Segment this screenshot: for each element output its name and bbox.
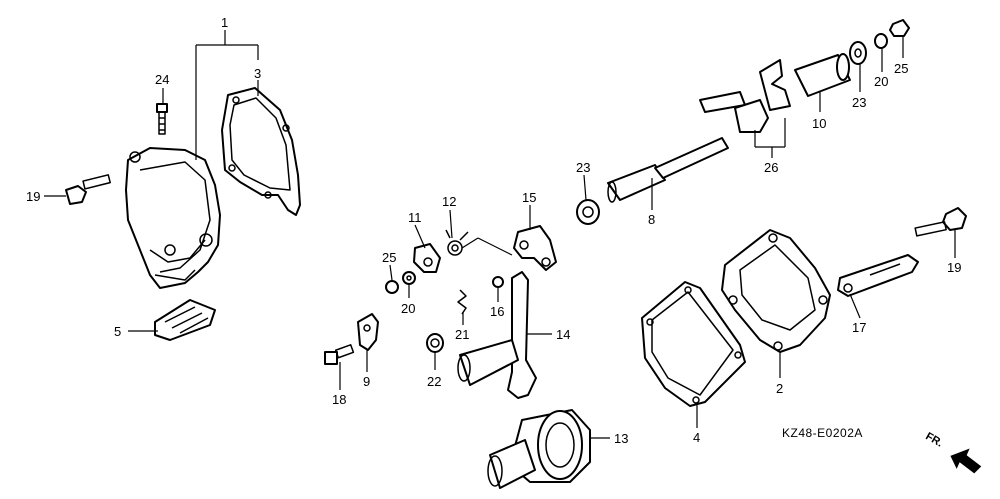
callout-12: 12 xyxy=(442,194,456,209)
callout-25-mid: 25 xyxy=(382,250,396,265)
spring-part-21 xyxy=(457,289,467,315)
arm-part-11 xyxy=(413,243,441,273)
diagram-code: KZ48-E0202A xyxy=(782,426,863,440)
callout-20-top: 20 xyxy=(874,74,888,89)
callout-22: 22 xyxy=(427,374,441,389)
crankcase-cover-part-1 xyxy=(125,147,221,289)
callout-24: 24 xyxy=(155,72,169,87)
callout-1: 1 xyxy=(221,15,228,30)
bolt-part-24 xyxy=(156,103,168,135)
callout-26: 26 xyxy=(764,160,778,175)
washer-part-20-mid xyxy=(402,271,416,285)
callout-3: 3 xyxy=(254,66,261,81)
callout-19-left: 19 xyxy=(26,189,40,204)
gearshift-cover-part-2 xyxy=(721,229,831,353)
flange-bolt-part-19-left xyxy=(65,174,111,205)
gearshift-arm-part-17 xyxy=(837,254,919,297)
callout-19-right: 19 xyxy=(947,260,961,275)
callout-8: 8 xyxy=(648,212,655,227)
shift-fork-set-part-26 xyxy=(699,59,791,133)
gearshift-spindle-part-14 xyxy=(457,271,537,399)
leader-lines xyxy=(44,30,956,439)
stopper-arm-part-15 xyxy=(513,225,557,271)
kick-starter-spindle-part-13 xyxy=(487,409,591,489)
callout-14: 14 xyxy=(556,327,570,342)
callout-23-top: 23 xyxy=(852,95,866,110)
washer-part-20-top xyxy=(874,33,888,49)
callout-16: 16 xyxy=(490,304,504,319)
gearshift-drum-shaft-part-8 xyxy=(607,137,729,203)
nut-part-25-mid xyxy=(385,280,399,294)
front-direction-label: FR. xyxy=(923,430,944,449)
callout-2: 2 xyxy=(776,381,783,396)
pedal-rubber-part-5 xyxy=(154,299,216,341)
flange-bolt-part-19-right xyxy=(914,207,967,237)
callout-9: 9 xyxy=(363,374,370,389)
cover-gasket-part-3 xyxy=(221,87,301,216)
callout-18: 18 xyxy=(332,392,346,407)
spring-part-12 xyxy=(445,229,469,256)
callout-25-top: 25 xyxy=(894,61,908,76)
bearing-part-23-top xyxy=(849,41,867,65)
callout-5: 5 xyxy=(114,324,121,339)
callout-10: 10 xyxy=(812,116,826,131)
callout-21: 21 xyxy=(455,327,469,342)
callout-labels: 1 3 24 19 5 9 18 11 12 15 25 20 21 16 22… xyxy=(26,15,961,446)
callout-23-mid: 23 xyxy=(576,160,590,175)
callout-17: 17 xyxy=(852,320,866,335)
shift-drum-part-10 xyxy=(794,53,851,97)
nut-part-16 xyxy=(492,276,504,288)
stopper-plate-part-9 xyxy=(357,313,379,351)
callout-11: 11 xyxy=(408,210,422,225)
bolt-part-18 xyxy=(324,344,355,365)
oil-seal-part-22 xyxy=(426,333,444,353)
bearing-part-23-mid xyxy=(576,199,600,225)
callout-15: 15 xyxy=(522,190,536,205)
cover-gasket-part-4 xyxy=(641,281,746,407)
callout-13: 13 xyxy=(614,431,628,446)
front-direction-arrow-icon xyxy=(950,448,982,474)
nut-part-25-top xyxy=(889,19,910,37)
callout-20-mid: 20 xyxy=(401,301,415,316)
callout-4: 4 xyxy=(693,430,700,445)
